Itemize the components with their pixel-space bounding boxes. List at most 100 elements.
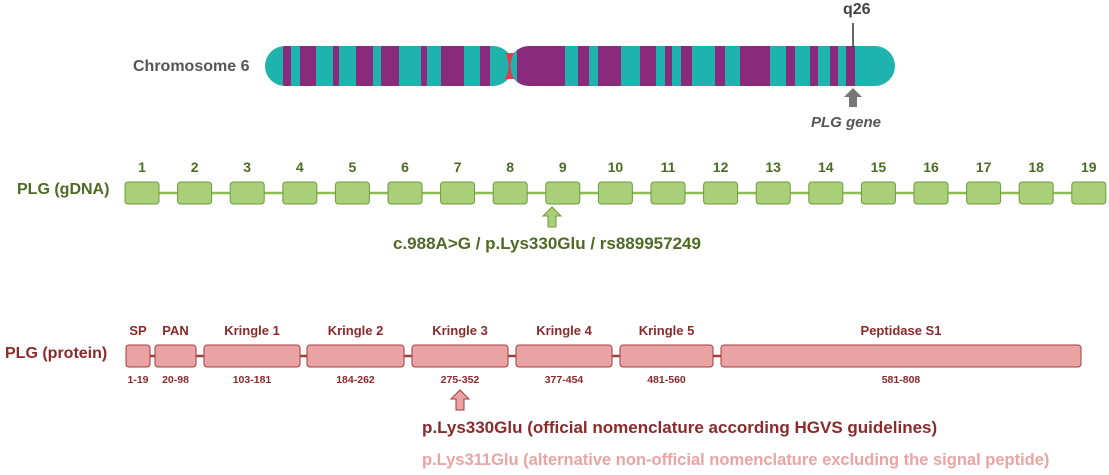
chromosome-band bbox=[427, 46, 441, 86]
exon-16 bbox=[913, 181, 949, 205]
chromosome-band bbox=[656, 46, 665, 86]
exon-10 bbox=[597, 181, 633, 205]
exon-3 bbox=[229, 181, 265, 205]
exon-number-10: 10 bbox=[607, 159, 624, 175]
domain-sp bbox=[125, 344, 151, 368]
domain-name-kringle-4: Kringle 4 bbox=[536, 323, 592, 338]
exon-number-4: 4 bbox=[295, 159, 304, 175]
domain-name-kringle-2: Kringle 2 bbox=[327, 323, 384, 338]
gene-label: PLG gene bbox=[811, 114, 882, 131]
chromosome-band bbox=[300, 46, 316, 86]
chromosome-band bbox=[578, 46, 589, 86]
domain-name-kringle-3: Kringle 3 bbox=[432, 323, 488, 338]
plg-diagram: Chromosome 6 q26 PLG gene PLG (gDNA) c.9… bbox=[5, 1, 1107, 469]
chromosome-band bbox=[441, 46, 464, 86]
chromosome-band bbox=[740, 46, 770, 86]
chromosome-band bbox=[333, 46, 339, 86]
chromosome-label: Chromosome 6 bbox=[133, 58, 250, 75]
chromosome-band bbox=[399, 46, 421, 86]
exon-number-2: 2 bbox=[190, 159, 199, 175]
protein-variant-arrow bbox=[449, 389, 471, 411]
chromosome-band bbox=[291, 46, 300, 86]
exon-number-16: 16 bbox=[923, 159, 939, 175]
exon-number-7: 7 bbox=[453, 159, 462, 175]
exon-15 bbox=[860, 181, 896, 205]
chromosome-band bbox=[480, 46, 490, 86]
domain-name-sp: SP bbox=[129, 323, 147, 338]
chromosome-band bbox=[692, 46, 715, 86]
domain-kringle-3 bbox=[411, 344, 509, 368]
exon-number-17: 17 bbox=[975, 159, 992, 175]
official-nomenclature-label: p.Lys330Glu (official nomenclature accor… bbox=[422, 418, 938, 437]
chromosome-band bbox=[565, 46, 578, 86]
domain-name-pan: PAN bbox=[162, 323, 189, 338]
exon-number-6: 6 bbox=[401, 159, 409, 175]
chromosome-band bbox=[381, 46, 399, 86]
chromosome-band bbox=[421, 46, 427, 86]
exon-1 bbox=[124, 181, 160, 205]
exon-number-13: 13 bbox=[765, 159, 781, 175]
domain-name-kringle-1: Kringle 1 bbox=[224, 323, 280, 338]
diagram-canvas bbox=[124, 23, 1107, 411]
exon-number-11: 11 bbox=[660, 159, 676, 175]
exon-2 bbox=[177, 181, 213, 205]
chromosome-band bbox=[621, 46, 640, 86]
exon-number-14: 14 bbox=[818, 159, 834, 175]
chromosome-band bbox=[509, 46, 517, 86]
chromosome-band bbox=[672, 46, 681, 86]
chromosome-band bbox=[589, 46, 598, 86]
domain-range-pan: 20-98 bbox=[162, 374, 189, 386]
exon-17 bbox=[966, 181, 1002, 205]
domain-pan bbox=[154, 344, 197, 368]
exon-number-19: 19 bbox=[1081, 159, 1097, 175]
domain-range-kringle-1: 103-181 bbox=[232, 374, 272, 386]
exon-11 bbox=[650, 181, 686, 205]
chromosome-band bbox=[464, 46, 480, 86]
domain-range-peptidase-s1: 581-808 bbox=[881, 374, 921, 386]
exon-19 bbox=[1071, 181, 1107, 205]
chromosome-q-arm bbox=[509, 46, 895, 86]
exon-7 bbox=[440, 181, 476, 205]
chromosome-band bbox=[838, 46, 846, 86]
exon-number-18: 18 bbox=[1028, 159, 1044, 175]
chromosome-band bbox=[640, 46, 656, 86]
chromosome-band bbox=[265, 46, 283, 86]
domain-name-kringle-5: Kringle 5 bbox=[638, 323, 695, 338]
exon-12 bbox=[703, 181, 739, 205]
chromosome-band bbox=[715, 46, 725, 86]
exon-13 bbox=[755, 181, 791, 205]
chromosome-band bbox=[770, 46, 786, 86]
gdna-variant-arrow bbox=[541, 206, 563, 228]
chromosome-band bbox=[818, 46, 830, 86]
chromosome-band bbox=[339, 46, 356, 86]
chromosome-band bbox=[665, 46, 672, 86]
centromere bbox=[505, 53, 514, 79]
domain-range-sp: 1-19 bbox=[127, 374, 149, 386]
exon-number-5: 5 bbox=[348, 159, 357, 175]
chromosome-band bbox=[598, 46, 621, 86]
chromosome-band bbox=[725, 46, 740, 86]
domain-kringle-2 bbox=[306, 344, 405, 368]
chromosome-band bbox=[786, 46, 795, 86]
exon-number-3: 3 bbox=[243, 159, 252, 175]
domain-range-kringle-2: 184-262 bbox=[336, 374, 375, 386]
exon-number-15: 15 bbox=[870, 159, 887, 175]
chromosome-band bbox=[795, 46, 810, 86]
chromosome-band bbox=[681, 46, 692, 86]
exon-5 bbox=[334, 181, 370, 205]
gdna-variant-label: c.988A>G / p.Lys330Glu / rs889957249 bbox=[393, 234, 701, 253]
gene-location-arrow bbox=[844, 88, 862, 107]
domain-kringle-5 bbox=[619, 344, 714, 368]
chromosome-band bbox=[855, 46, 895, 86]
exon-6 bbox=[387, 181, 423, 205]
domain-range-kringle-3: 275-352 bbox=[440, 374, 480, 386]
domain-peptidase-s1 bbox=[720, 344, 1082, 368]
chromosome-p-arm bbox=[265, 46, 513, 86]
domain-kringle-4 bbox=[515, 344, 613, 368]
protein-track-label: PLG (protein) bbox=[5, 345, 108, 362]
exon-4 bbox=[282, 181, 318, 205]
chromosome-band bbox=[356, 46, 373, 86]
exon-number-1: 1 bbox=[138, 159, 146, 175]
chromosome-band bbox=[316, 46, 333, 86]
exon-18 bbox=[1018, 181, 1054, 205]
